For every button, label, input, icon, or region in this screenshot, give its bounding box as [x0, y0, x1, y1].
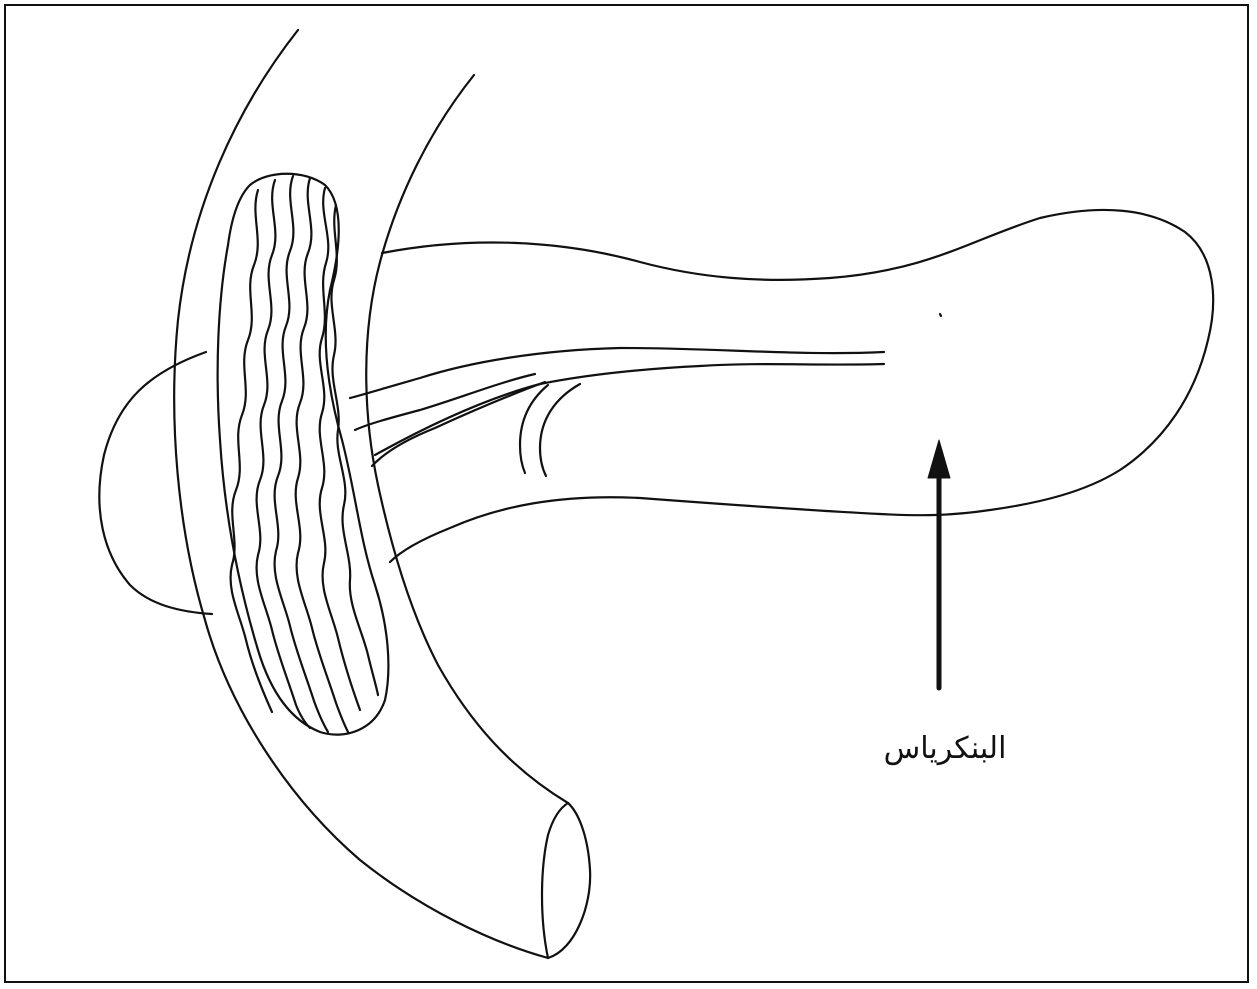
label-arrow-head [928, 440, 950, 478]
papilla-outline [218, 174, 389, 735]
pancreas-upper-outline [382, 210, 1213, 515]
branch-duct-1 [520, 385, 548, 473]
pancreas-label: البنكرياس [860, 727, 1030, 771]
duodenum-cut-end-front [548, 803, 590, 958]
main-duct-lower [375, 364, 884, 455]
mucosal-folds [231, 176, 378, 732]
accessory-duct-upper [355, 374, 535, 430]
branch-duct-2 [540, 384, 580, 476]
pancreas-head-outline [99, 352, 212, 614]
duodenum-inner-wall [366, 75, 568, 803]
accessory-duct-lower [372, 382, 545, 466]
duodenum-outer-wall [174, 30, 548, 958]
duodenum-cut-end-back [542, 803, 568, 958]
pancreas-lower-outline [390, 497, 880, 562]
speck-mark [940, 314, 941, 316]
